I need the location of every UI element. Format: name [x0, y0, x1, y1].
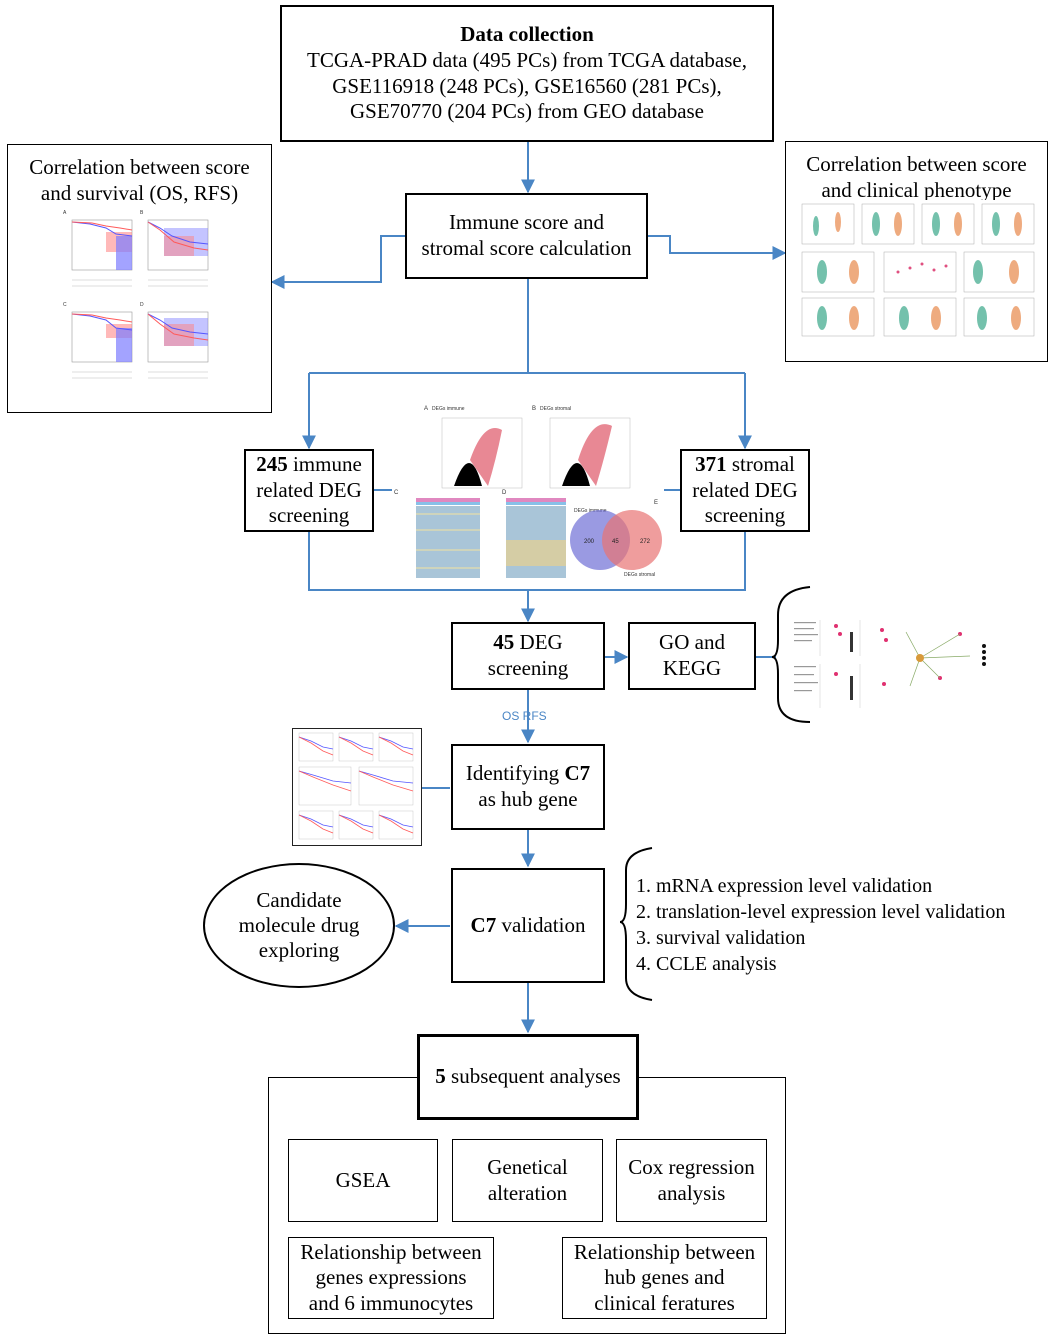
clinical-features-line-3: clinical feratures — [594, 1290, 735, 1315]
clinical-features-line-1: Relationship between — [573, 1239, 756, 1264]
clinical-features-box: Relationship between hub genes and clini… — [562, 1237, 767, 1319]
go-kegg-box: GO and KEGG — [628, 622, 756, 690]
gsea-label: GSEA — [335, 1167, 391, 1192]
cox-line-1: Cox regression — [628, 1154, 755, 1179]
survival-km-figure: A B C D — [60, 206, 210, 396]
stromal-deg-line-2: related DEG — [692, 477, 798, 502]
cox-regression-box: Cox regression analysis — [616, 1139, 767, 1222]
validation-item: 3. survival validation — [636, 927, 806, 949]
immunocytes-line-3: and 6 immunocytes — [308, 1290, 474, 1315]
svg-text:B: B — [140, 210, 144, 216]
hub-gene-symbol: C7 — [564, 761, 591, 786]
stromal-deg-count: 371 — [695, 452, 727, 477]
score-calc-line-1: Immune score and — [448, 210, 605, 235]
deg-figure: A DEGs immune B DEGs stromal C D E DEGs … — [392, 400, 664, 582]
validation-item: 1. mRNA expression level validation — [636, 875, 933, 897]
score-calc-line-2: stromal score calculation — [421, 236, 632, 260]
immunocytes-box: Relationship between genes expressions a… — [288, 1237, 494, 1319]
deg-panel-d: D — [502, 490, 507, 496]
enrichment-figure — [790, 612, 990, 714]
immune-deg-count: 245 — [256, 452, 288, 477]
subsequent-label: 5 subsequent analyses — [435, 1064, 620, 1090]
survival-box-line-2: and survival (OS, RFS) — [40, 180, 239, 205]
data-collection-line-2: GSE116918 (248 PCs), GSE16560 (281 PCs), — [332, 73, 722, 98]
clinical-box-line-2: and clinical phenotype — [821, 177, 1012, 202]
deg-panel-e: E — [654, 500, 658, 506]
hub-gene-prefix: Identifying — [465, 761, 565, 786]
edge-label-os-rfs: OS RFS — [502, 709, 547, 723]
stromal-deg-line-3: screening — [704, 503, 786, 528]
stromal-deg-line-1: 371 stromal — [695, 452, 795, 478]
hub-gene-box: Identifying C7 as hub gene — [451, 744, 605, 830]
deg-panel-a-title: DEGs immune — [432, 406, 465, 412]
immune-deg-line-1: 245 immune — [256, 452, 362, 478]
deg-panel-b: B — [532, 406, 536, 412]
venn-count-mid: 45 — [612, 539, 619, 545]
c7-validation-label: C7 validation — [471, 913, 586, 939]
subsequent-count: 5 — [435, 1064, 446, 1089]
validation-item: 2. translation-level expression level va… — [636, 901, 1006, 923]
cox-line-2: analysis — [657, 1180, 726, 1205]
hub-gene-line-2: as hub gene — [478, 787, 578, 811]
survival-box-line-1: Correlation between score — [29, 155, 250, 179]
venn-count-right: 272 — [640, 539, 651, 545]
c7-validation-word: validation — [496, 912, 586, 937]
hub-km-figure — [292, 728, 422, 846]
gsea-box: GSEA — [288, 1139, 438, 1222]
common-deg-box: 45 DEG screening — [451, 622, 605, 690]
common-deg-word: DEG — [514, 630, 563, 655]
brace-gokegg — [771, 586, 811, 723]
arrow-score-to-clinical — [648, 235, 787, 260]
arrow-score-to-survival — [270, 235, 405, 289]
c7-symbol: C7 — [470, 912, 497, 937]
go-kegg-line-1: GO and — [659, 630, 725, 655]
deg-panel-c: C — [394, 490, 399, 496]
drug-line-1: Candidate — [256, 887, 342, 912]
validation-list: 1. mRNA expression level validation 2. t… — [636, 873, 1005, 977]
stromal-deg-word: stromal — [726, 452, 795, 477]
immune-deg-word: immune — [287, 452, 362, 477]
genetical-line-2: alteration — [487, 1180, 568, 1205]
drug-exploring-ellipse: Candidate molecule drug exploring — [203, 863, 395, 988]
clinical-features-line-2: hub genes and — [604, 1265, 725, 1290]
common-deg-line-1: 45 DEG — [493, 630, 562, 656]
common-deg-count: 45 — [493, 630, 515, 655]
data-collection-line-3: GSE70770 (204 PCs) from GEO database — [349, 99, 705, 124]
score-calculation-box: Immune score and stromal score calculati… — [405, 193, 648, 279]
svg-text:A: A — [63, 210, 67, 216]
c7-validation-box: C7 validation — [451, 868, 605, 983]
common-deg-line-2: screening — [487, 656, 569, 680]
validation-item: 4. CCLE analysis — [636, 953, 777, 975]
immune-deg-box: 245 immune related DEG screening — [244, 449, 374, 532]
subsequent-word: subsequent analyses — [445, 1064, 621, 1089]
deg-panel-b-title: DEGs stromal — [540, 406, 571, 412]
venn-label-b: DEGs stromal — [624, 572, 655, 578]
stromal-deg-box: 371 stromal related DEG screening — [680, 449, 810, 532]
svg-text:C: C — [63, 302, 67, 308]
drug-line-3: exploring — [258, 938, 340, 963]
data-collection-box: Data collection TCGA-PRAD data (495 PCs)… — [280, 5, 774, 142]
hub-gene-line-1: Identifying C7 — [466, 761, 590, 787]
drug-line-2: molecule drug — [238, 912, 360, 937]
immune-deg-line-3: screening — [268, 503, 350, 528]
immunocytes-line-2: genes expressions — [315, 1265, 467, 1290]
clinical-violin-figure — [798, 200, 1038, 340]
subsequent-analyses-header: 5 subsequent analyses — [417, 1034, 639, 1120]
clinical-box-line-1: Correlation between score — [806, 152, 1027, 176]
svg-text:D: D — [140, 302, 144, 308]
brace-validation — [619, 847, 653, 1001]
genetical-alteration-box: Genetical alteration — [452, 1139, 603, 1222]
go-kegg-line-2: KEGG — [662, 656, 722, 680]
deg-panel-a: A — [424, 406, 428, 412]
data-collection-title: Data collection — [460, 22, 594, 47]
venn-label-a: DEGs immune — [574, 508, 607, 514]
data-collection-line-1: TCGA-PRAD data (495 PCs) from TCGA datab… — [307, 47, 747, 72]
venn-count-left: 200 — [584, 539, 595, 545]
immune-deg-line-2: related DEG — [256, 477, 362, 502]
immunocytes-line-1: Relationship between — [300, 1239, 482, 1264]
genetical-line-1: Genetical — [487, 1154, 568, 1179]
